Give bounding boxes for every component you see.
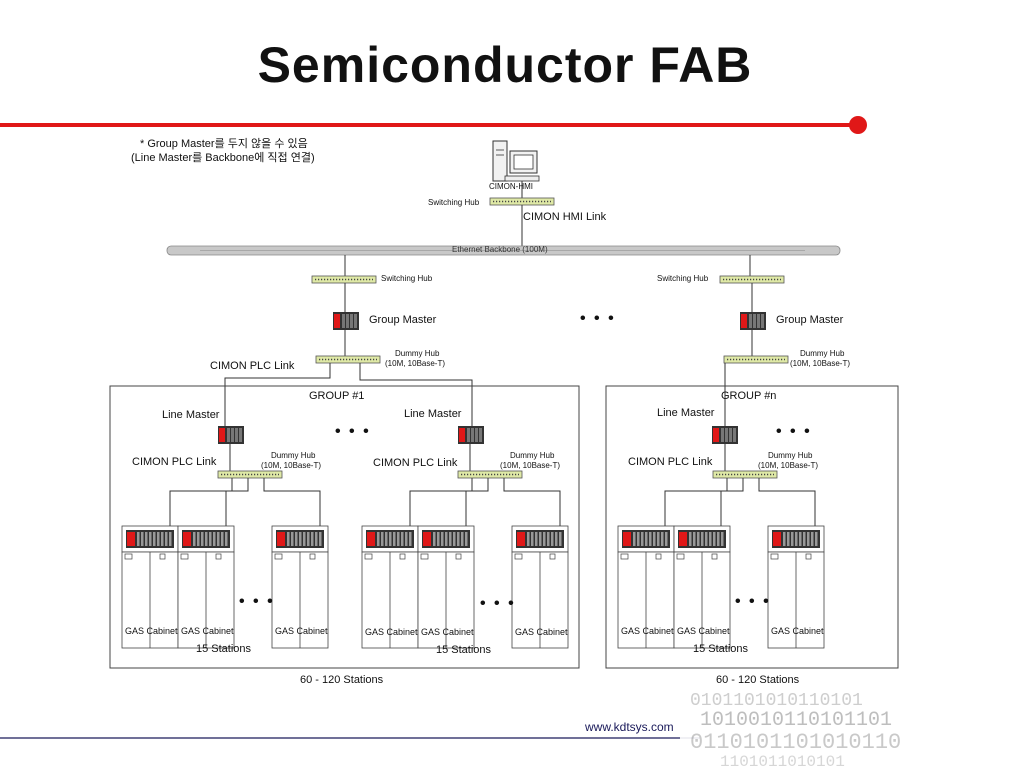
line-ellipsis-n: • • • [776,423,812,440]
group-1-total: 60 - 120 Stations [300,674,384,686]
line-dummy-hub-1b [457,470,523,479]
switching-hub-n-label: Switching Hub [657,274,709,283]
gas-cabinet-label: GAS Cabinet [421,627,474,637]
switching-hub-1 [311,275,377,284]
branch-ellipsis: • • • [580,310,616,327]
group-n-total: 60 - 120 Stations [716,674,800,686]
group-n-title: GROUP #n [721,390,777,402]
note-line-2: (Line Master를 Backbone에 직접 연결) [131,152,315,164]
line-dummy-hub-1a [217,470,283,479]
gas-cabinet-label: GAS Cabinet [275,626,328,636]
dummy-hub-1-spec: (10M, 10Base-T) [385,359,446,368]
line-master-1b-label: Line Master [404,408,462,420]
switching-hub-n [719,275,785,284]
plc-link-1a-label: CIMON PLC Link [132,456,217,468]
line-dummy-hub-n-spec: (10M, 10Base-T) [758,461,819,470]
group-master-plc-1 [333,312,359,330]
line-dummy-hub-1b-label: Dummy Hub [510,451,555,460]
top-switching-hub-label: Switching Hub [428,198,480,207]
dummy-hub-n-label: Dummy Hub [800,349,845,358]
line-dummy-hub-n [712,470,778,479]
gas-cabinet-label: GAS Cabinet [515,627,568,637]
switching-hub-1-label: Switching Hub [381,274,433,283]
svg-text:0101101010110101: 0101101010110101 [690,691,863,711]
note-line-1: * Group Master를 두지 않을 수 있음 [140,138,308,150]
dummy-hub-1 [315,355,381,364]
svg-text:0110101101010110: 0110101101010110 [690,730,901,755]
group-n-box [605,385,899,669]
cabinet-ellipsis-1a: • • • [239,593,275,610]
line-dummy-hub-n-label: Dummy Hub [768,451,813,460]
page-title: Semiconductor FAB [257,37,753,93]
group-master-n-label: Group Master [776,314,844,326]
title-bullet-dot [849,116,867,134]
dummy-hub-1-label: Dummy Hub [395,349,440,358]
group-master-plc-n [740,312,766,330]
group-master-1-label: Group Master [369,314,437,326]
gas-cabinet-label: GAS Cabinet [181,626,234,636]
plc-link-n-label: CIMON PLC Link [628,456,713,468]
line-master-1a-label: Line Master [162,409,220,421]
stations-count-1a: 15 Stations [196,643,252,655]
gas-cabinet-label: GAS Cabinet [125,626,178,636]
gas-cabinet-label: GAS Cabinet [621,626,674,636]
group-1-box [109,385,580,669]
hmi-computer-icon [492,140,540,182]
hmi-link-label: CIMON HMI Link [523,211,607,223]
top-switching-hub [489,197,555,206]
line-dummy-hub-1a-label: Dummy Hub [271,451,316,460]
line-dummy-hub-1a-spec: (10M, 10Base-T) [261,461,322,470]
group-1-title: GROUP #1 [309,390,365,402]
line-master-plc-n [712,426,738,444]
binary-decoration: 0101101010110101 1010010110101101 011010… [680,680,1024,768]
line-master-n-label: Line Master [657,407,715,419]
gas-cabinet-label: GAS Cabinet [771,626,824,636]
backbone-label: Ethernet Backbone (100M) [452,245,548,254]
plc-link-1-label: CIMON PLC Link [210,360,295,372]
dummy-hub-n [723,355,789,364]
line-dummy-hub-1b-spec: (10M, 10Base-T) [500,461,561,470]
title-underline [0,123,860,127]
dummy-hub-n-spec: (10M, 10Base-T) [790,359,851,368]
cabinet-ellipsis-1b: • • • [480,595,516,612]
svg-text:1010010110101101: 1010010110101101 [700,709,892,732]
plc-link-1b-label: CIMON PLC Link [373,457,458,469]
hmi-label: CIMON-HMI [489,182,533,191]
stations-count-n: 15 Stations [693,643,749,655]
line-master-plc-1a [218,426,244,444]
stations-count-1b: 15 Stations [436,644,492,656]
gas-cabinet-label: GAS Cabinet [677,626,730,636]
svg-text:1101011010101: 1101011010101 [720,753,845,768]
gas-cabinet-label: GAS Cabinet [365,627,418,637]
line-master-plc-1b [458,426,484,444]
cabinet-ellipsis-n: • • • [735,593,771,610]
footer-url[interactable]: www.kdtsys.com [585,720,674,734]
line-ellipsis-1: • • • [335,423,371,440]
